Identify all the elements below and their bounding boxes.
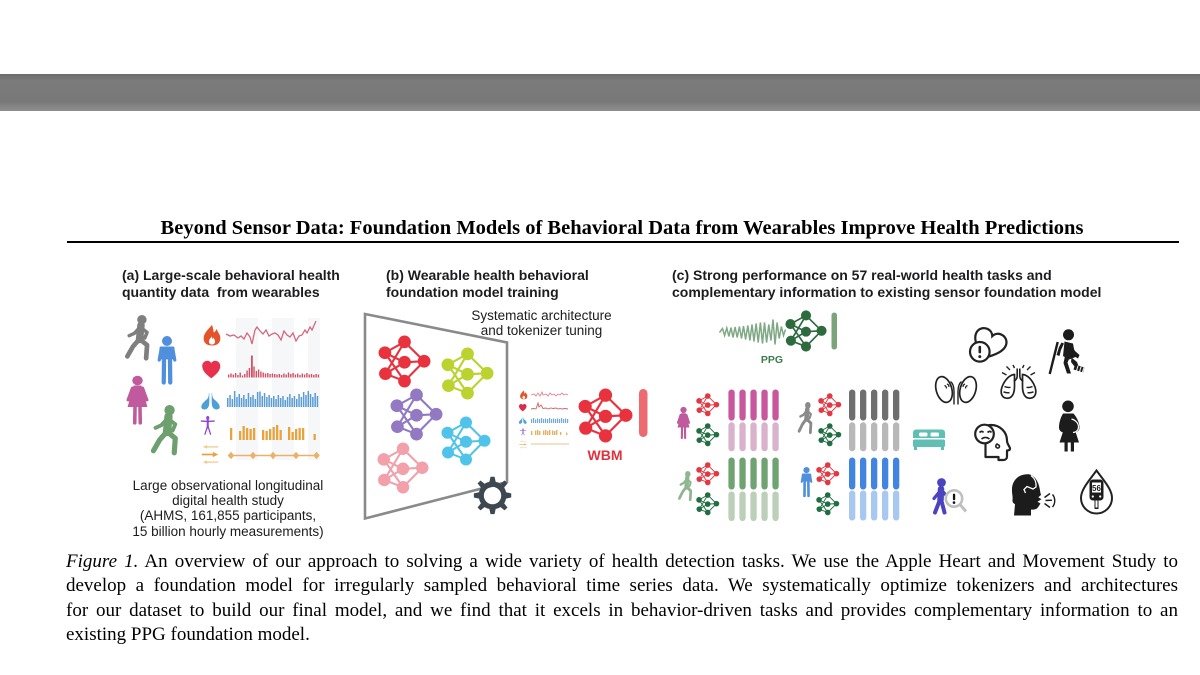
svg-text:PPG: PPG [761, 354, 783, 366]
svg-text:WBM: WBM [588, 447, 623, 463]
svg-text:56: 56 [1092, 484, 1101, 493]
